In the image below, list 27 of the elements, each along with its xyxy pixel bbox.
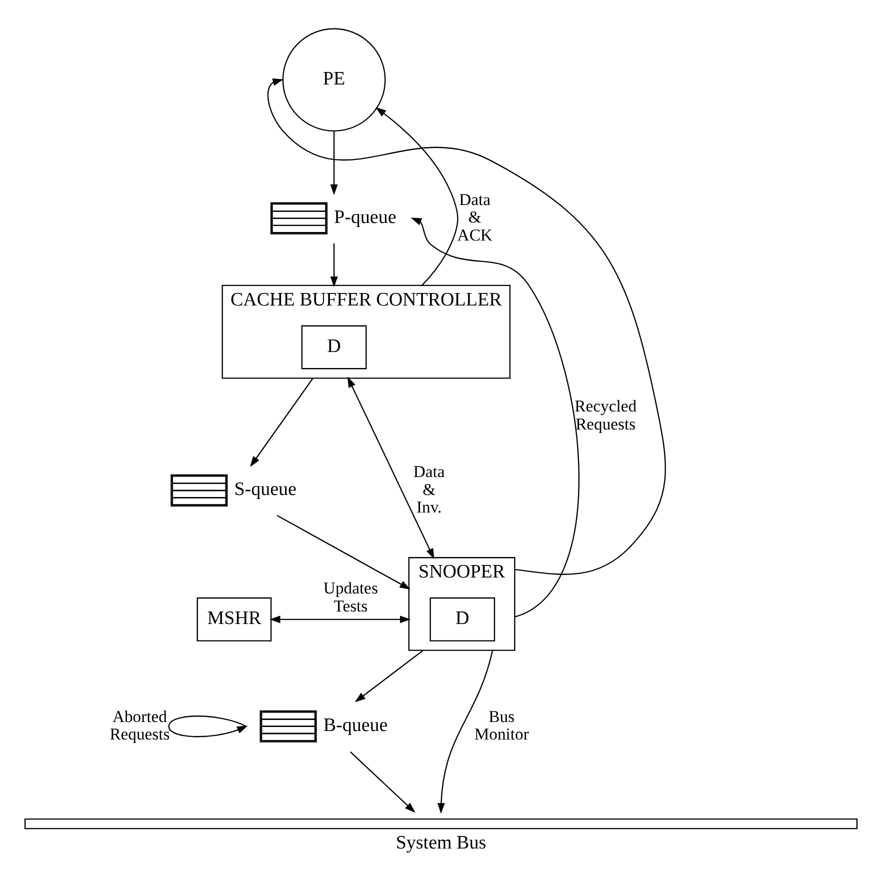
arrow: [276, 514, 410, 590]
node-box: D: [430, 597, 496, 642]
node-label: System Bus: [396, 832, 486, 854]
edge-label: Data & ACK: [457, 190, 492, 245]
arrow: [410, 218, 580, 618]
edge-label: Updates Tests: [323, 578, 378, 616]
arrow: [330, 243, 338, 288]
node-bar: [24, 818, 858, 830]
arrow: [268, 78, 666, 575]
edge-label: Data & Inv.: [413, 462, 445, 517]
node-box: MSHR: [196, 597, 272, 642]
arrow: [376, 107, 458, 286]
arrow: [347, 376, 434, 560]
arrow: [354, 650, 424, 702]
arrow: [330, 131, 338, 196]
node-label: P-queue: [334, 206, 396, 228]
arrow: [437, 650, 494, 814]
edge-label: Bus Monitor: [474, 706, 529, 744]
edge-label: Recycled Requests: [574, 396, 637, 434]
node-label: S-queue: [234, 478, 296, 500]
node-label: B-queue: [323, 714, 388, 736]
arrow: [168, 716, 248, 738]
arrow: [250, 378, 314, 467]
arrow: [270, 616, 411, 624]
node-box: D: [301, 325, 367, 370]
arrow: [350, 751, 416, 813]
edge-label: Aborted Requests: [110, 706, 170, 744]
